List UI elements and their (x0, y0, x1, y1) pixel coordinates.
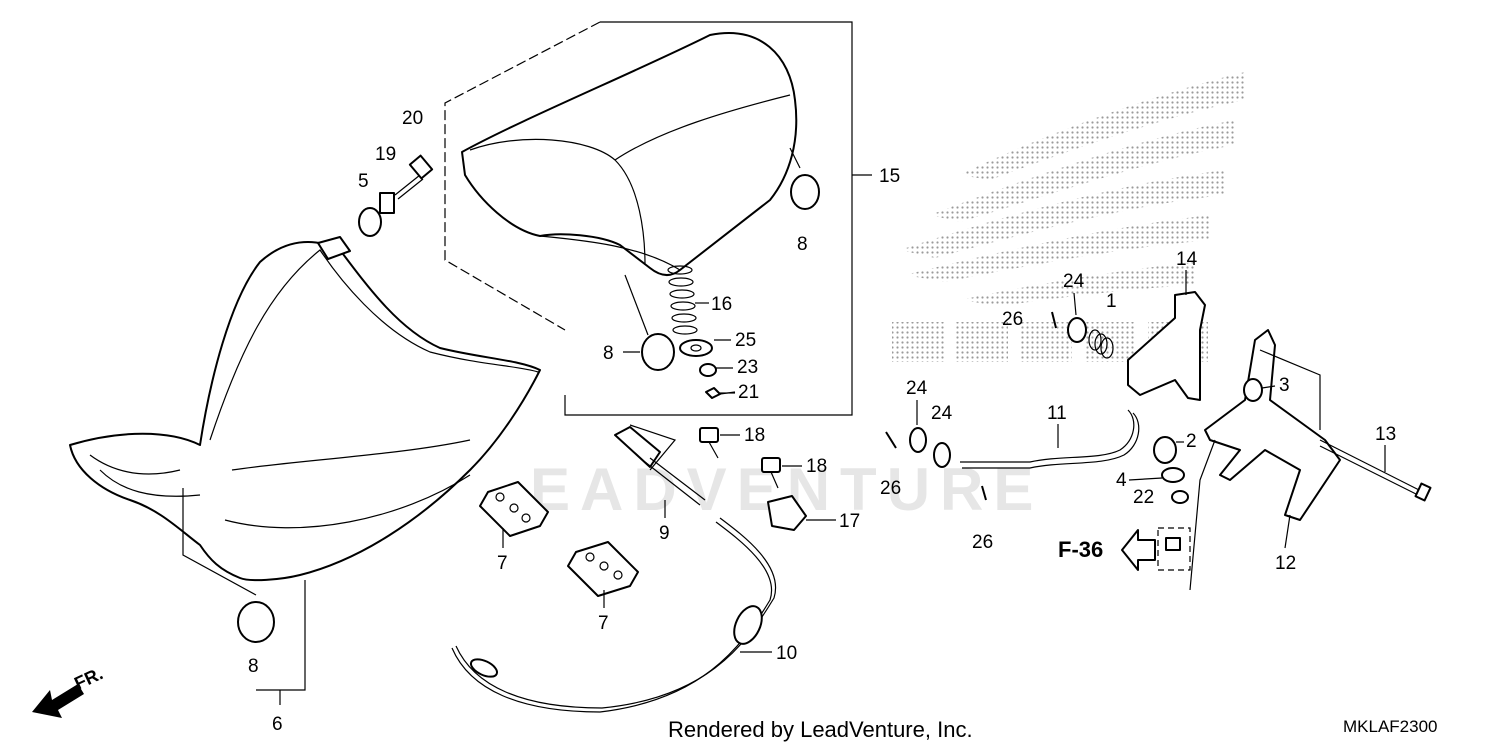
callout: 21 (738, 382, 759, 403)
callout: 12 (1275, 553, 1296, 574)
collar-3 (1243, 378, 1263, 402)
ref-bolt (1165, 537, 1181, 551)
footer-credit: Rendered by LeadVenture, Inc. (668, 717, 973, 742)
seat-lock-17 (767, 495, 807, 531)
callout: 8 (797, 234, 808, 255)
rod-11 (960, 409, 1135, 463)
rubber-bumper-8-upper (790, 174, 820, 210)
callout: 8 (248, 656, 259, 677)
f36-label[interactable]: F-36 (1058, 537, 1103, 562)
washer-24-c (1067, 317, 1087, 343)
callout: 16 (711, 294, 732, 315)
front-direction-indicator: FR. (32, 663, 106, 718)
rear-seat-bracket-line (564, 21, 853, 416)
washer-24-b (933, 442, 951, 468)
bolt-18-lower (761, 457, 781, 489)
washer-25 (679, 339, 713, 357)
callout: 10 (776, 643, 797, 664)
callout: 13 (1375, 424, 1396, 445)
callout: 23 (737, 357, 758, 378)
spring-1 (1088, 329, 1114, 359)
callout: 14 (1176, 249, 1198, 270)
callout: 24 (906, 378, 928, 399)
callout: 1 (1106, 291, 1117, 312)
callout: 3 (1279, 375, 1290, 396)
callout: 18 (806, 456, 827, 477)
rubber-block-7-lower (567, 541, 639, 597)
diagram-code: MKLAF2300 (1343, 717, 1438, 736)
callout: 20 (402, 108, 423, 129)
callout: 11 (1047, 403, 1067, 424)
callout: 25 (735, 330, 756, 351)
latch-9 (614, 424, 706, 506)
screw-21 (705, 387, 721, 399)
rubber-bumper-8-seat (237, 601, 275, 643)
ref-bolt-box (1157, 527, 1191, 571)
pin-26-a (885, 431, 897, 449)
hinge-group (885, 291, 1432, 591)
bolt-20 (394, 154, 434, 200)
callout: 26 (880, 478, 901, 499)
front-seat (69, 241, 541, 582)
bushing-2 (1153, 436, 1177, 464)
washer-4 (1161, 467, 1185, 483)
f36-reference[interactable]: F-36 (1058, 529, 1156, 571)
nut-23 (699, 363, 717, 377)
callout: 22 (1133, 487, 1154, 508)
callouts: 1 2 3 4 5 6 7 7 8 8 8 9 10 11 12 13 14 1… (248, 108, 1396, 735)
front-seat-group (69, 154, 541, 705)
rubber-bumper-8-lower (641, 333, 675, 371)
callout: 24 (1063, 271, 1085, 292)
bracket-14 (1127, 291, 1206, 401)
callout: 6 (272, 714, 283, 735)
arrow-left-icon (1121, 529, 1156, 571)
rear-seat-dashed-line (444, 21, 601, 331)
bolt-18-upper (699, 427, 719, 459)
callout: 18 (744, 425, 765, 446)
pin-26-c (1051, 311, 1057, 329)
callout: 2 (1186, 431, 1197, 452)
callout: 24 (931, 403, 953, 424)
callout: 7 (598, 613, 609, 634)
collar-19 (379, 192, 395, 214)
callout: 4 (1116, 470, 1127, 491)
callout: 15 (879, 166, 900, 187)
callout: 17 (839, 511, 860, 532)
arrow-front-icon (32, 684, 84, 718)
grommet-5 (358, 207, 382, 237)
honda-wing-logo (892, 72, 1245, 362)
callout: 7 (497, 553, 508, 574)
callout: 26 (972, 532, 993, 553)
callout: 19 (375, 144, 396, 165)
rear-seat-cowl (461, 32, 798, 276)
bracket-12 (1204, 329, 1341, 521)
callout: 5 (358, 171, 369, 192)
callout: 8 (603, 343, 614, 364)
pin-26-b (981, 485, 987, 501)
rear-seat-group (444, 21, 872, 416)
washer-24-a (909, 427, 927, 453)
nut-22 (1171, 490, 1189, 504)
bolt-13 (1319, 439, 1426, 494)
rubber-block-7-upper (479, 481, 549, 537)
spring-16 (667, 265, 698, 335)
callout: 9 (659, 523, 670, 544)
callout: 26 (1002, 309, 1023, 330)
cable-group (451, 424, 807, 713)
